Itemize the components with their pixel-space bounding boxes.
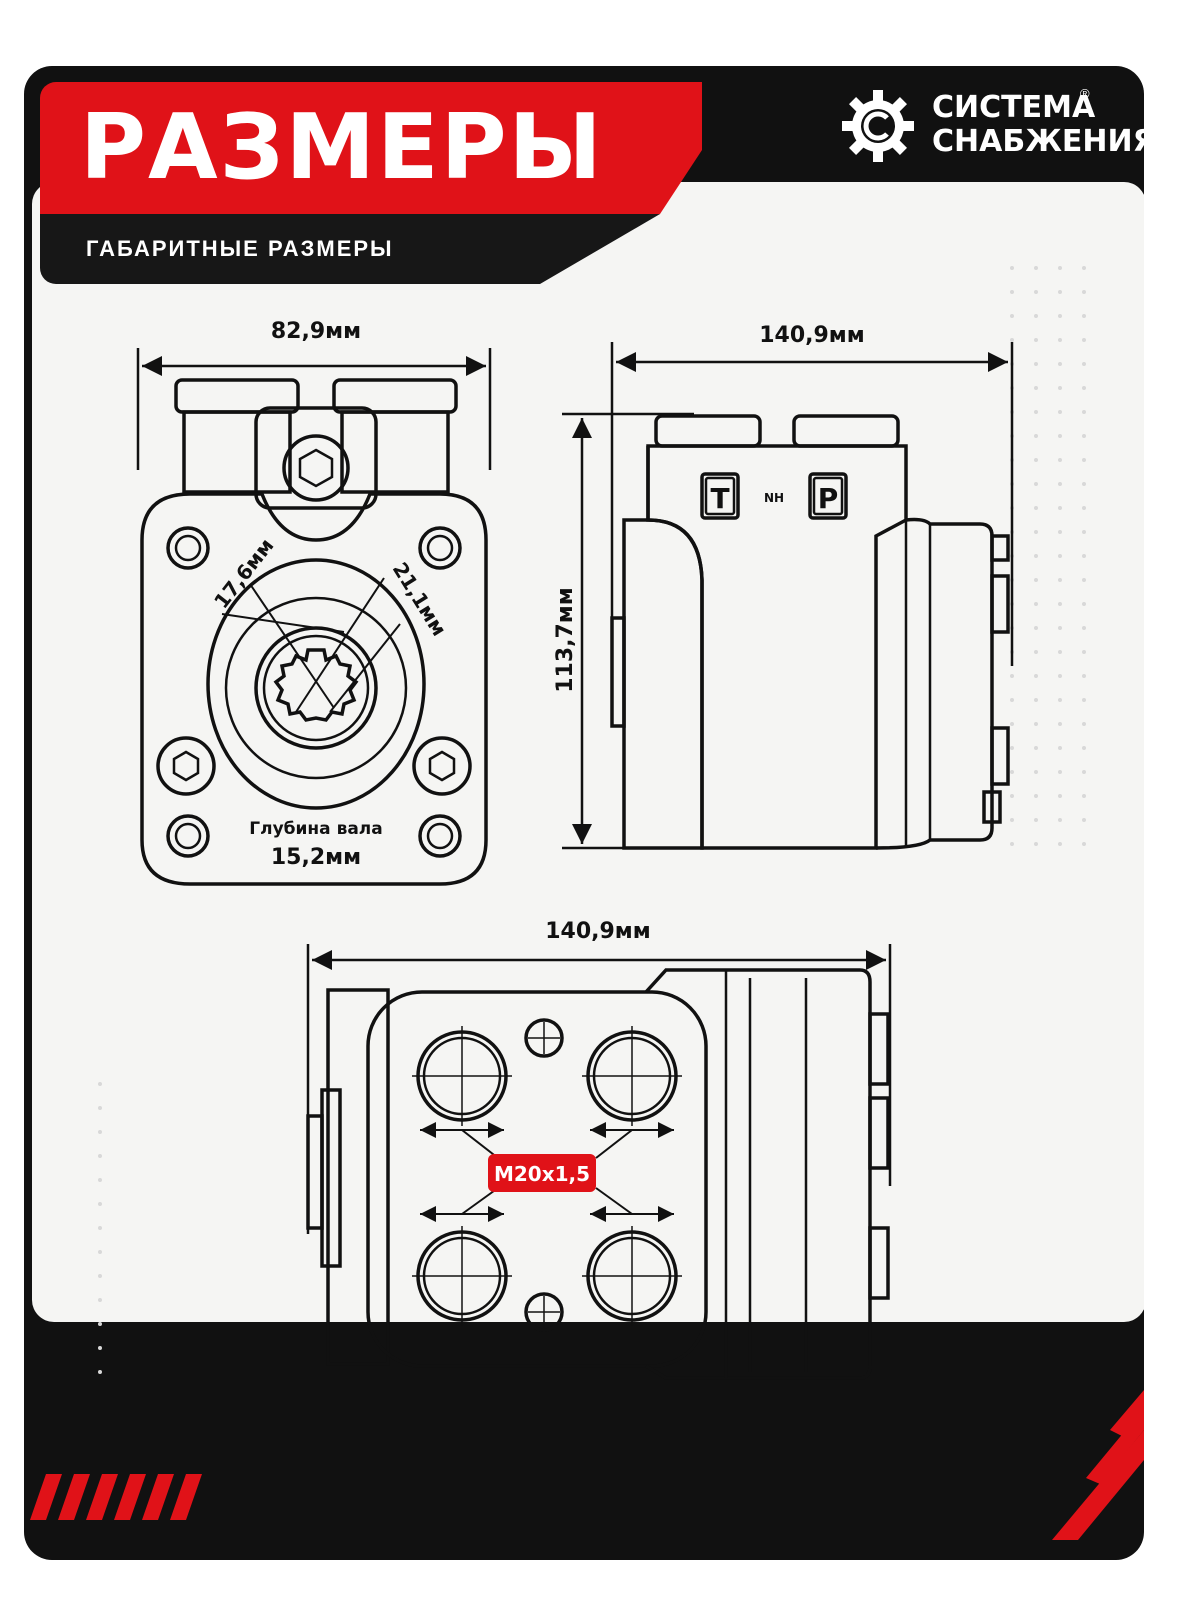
port-nh-label: NH bbox=[764, 491, 784, 505]
shaft-depth-value: 15,2мм bbox=[271, 845, 361, 870]
gear-icon bbox=[842, 90, 914, 162]
side-view bbox=[562, 342, 1014, 850]
corner-stripes bbox=[1052, 1390, 1144, 1540]
thread-label: M20x1,5 bbox=[494, 1162, 590, 1186]
top-view bbox=[306, 944, 892, 1380]
logo-text-line1: СИСТЕМА bbox=[932, 90, 1096, 125]
front-view bbox=[136, 348, 492, 886]
thread-badge bbox=[488, 1154, 596, 1192]
registered-mark: ® bbox=[1080, 86, 1090, 101]
page-title: РАЗМЕРЫ bbox=[80, 95, 604, 200]
dot-pattern-left bbox=[82, 1076, 122, 1376]
front-width-label: 82,9мм bbox=[271, 319, 361, 344]
top-width-label: 140,9мм bbox=[545, 919, 651, 944]
title-banner-cut bbox=[660, 82, 702, 214]
side-width-label: 140,9мм bbox=[759, 323, 865, 348]
port-p-label: P bbox=[818, 482, 839, 515]
title-banner bbox=[40, 82, 660, 214]
bottom-stripes bbox=[30, 1474, 202, 1520]
dot-pattern-right bbox=[996, 246, 1106, 846]
port-t-label: T bbox=[710, 482, 729, 515]
shaft-depth-label: Глубина вала bbox=[249, 819, 382, 839]
logo-text-line2: СНАБЖЕНИЯ bbox=[932, 124, 1156, 159]
page-subtitle: ГАБАРИТНЫЕ РАЗМЕРЫ bbox=[86, 236, 394, 261]
brand-logo: СИСТЕМА СНАБЖЕНИЯ ® bbox=[840, 86, 1156, 166]
side-height-label: 113,7мм bbox=[553, 587, 578, 693]
subtitle-banner bbox=[40, 214, 540, 284]
subtitle-banner-cut bbox=[540, 214, 660, 284]
